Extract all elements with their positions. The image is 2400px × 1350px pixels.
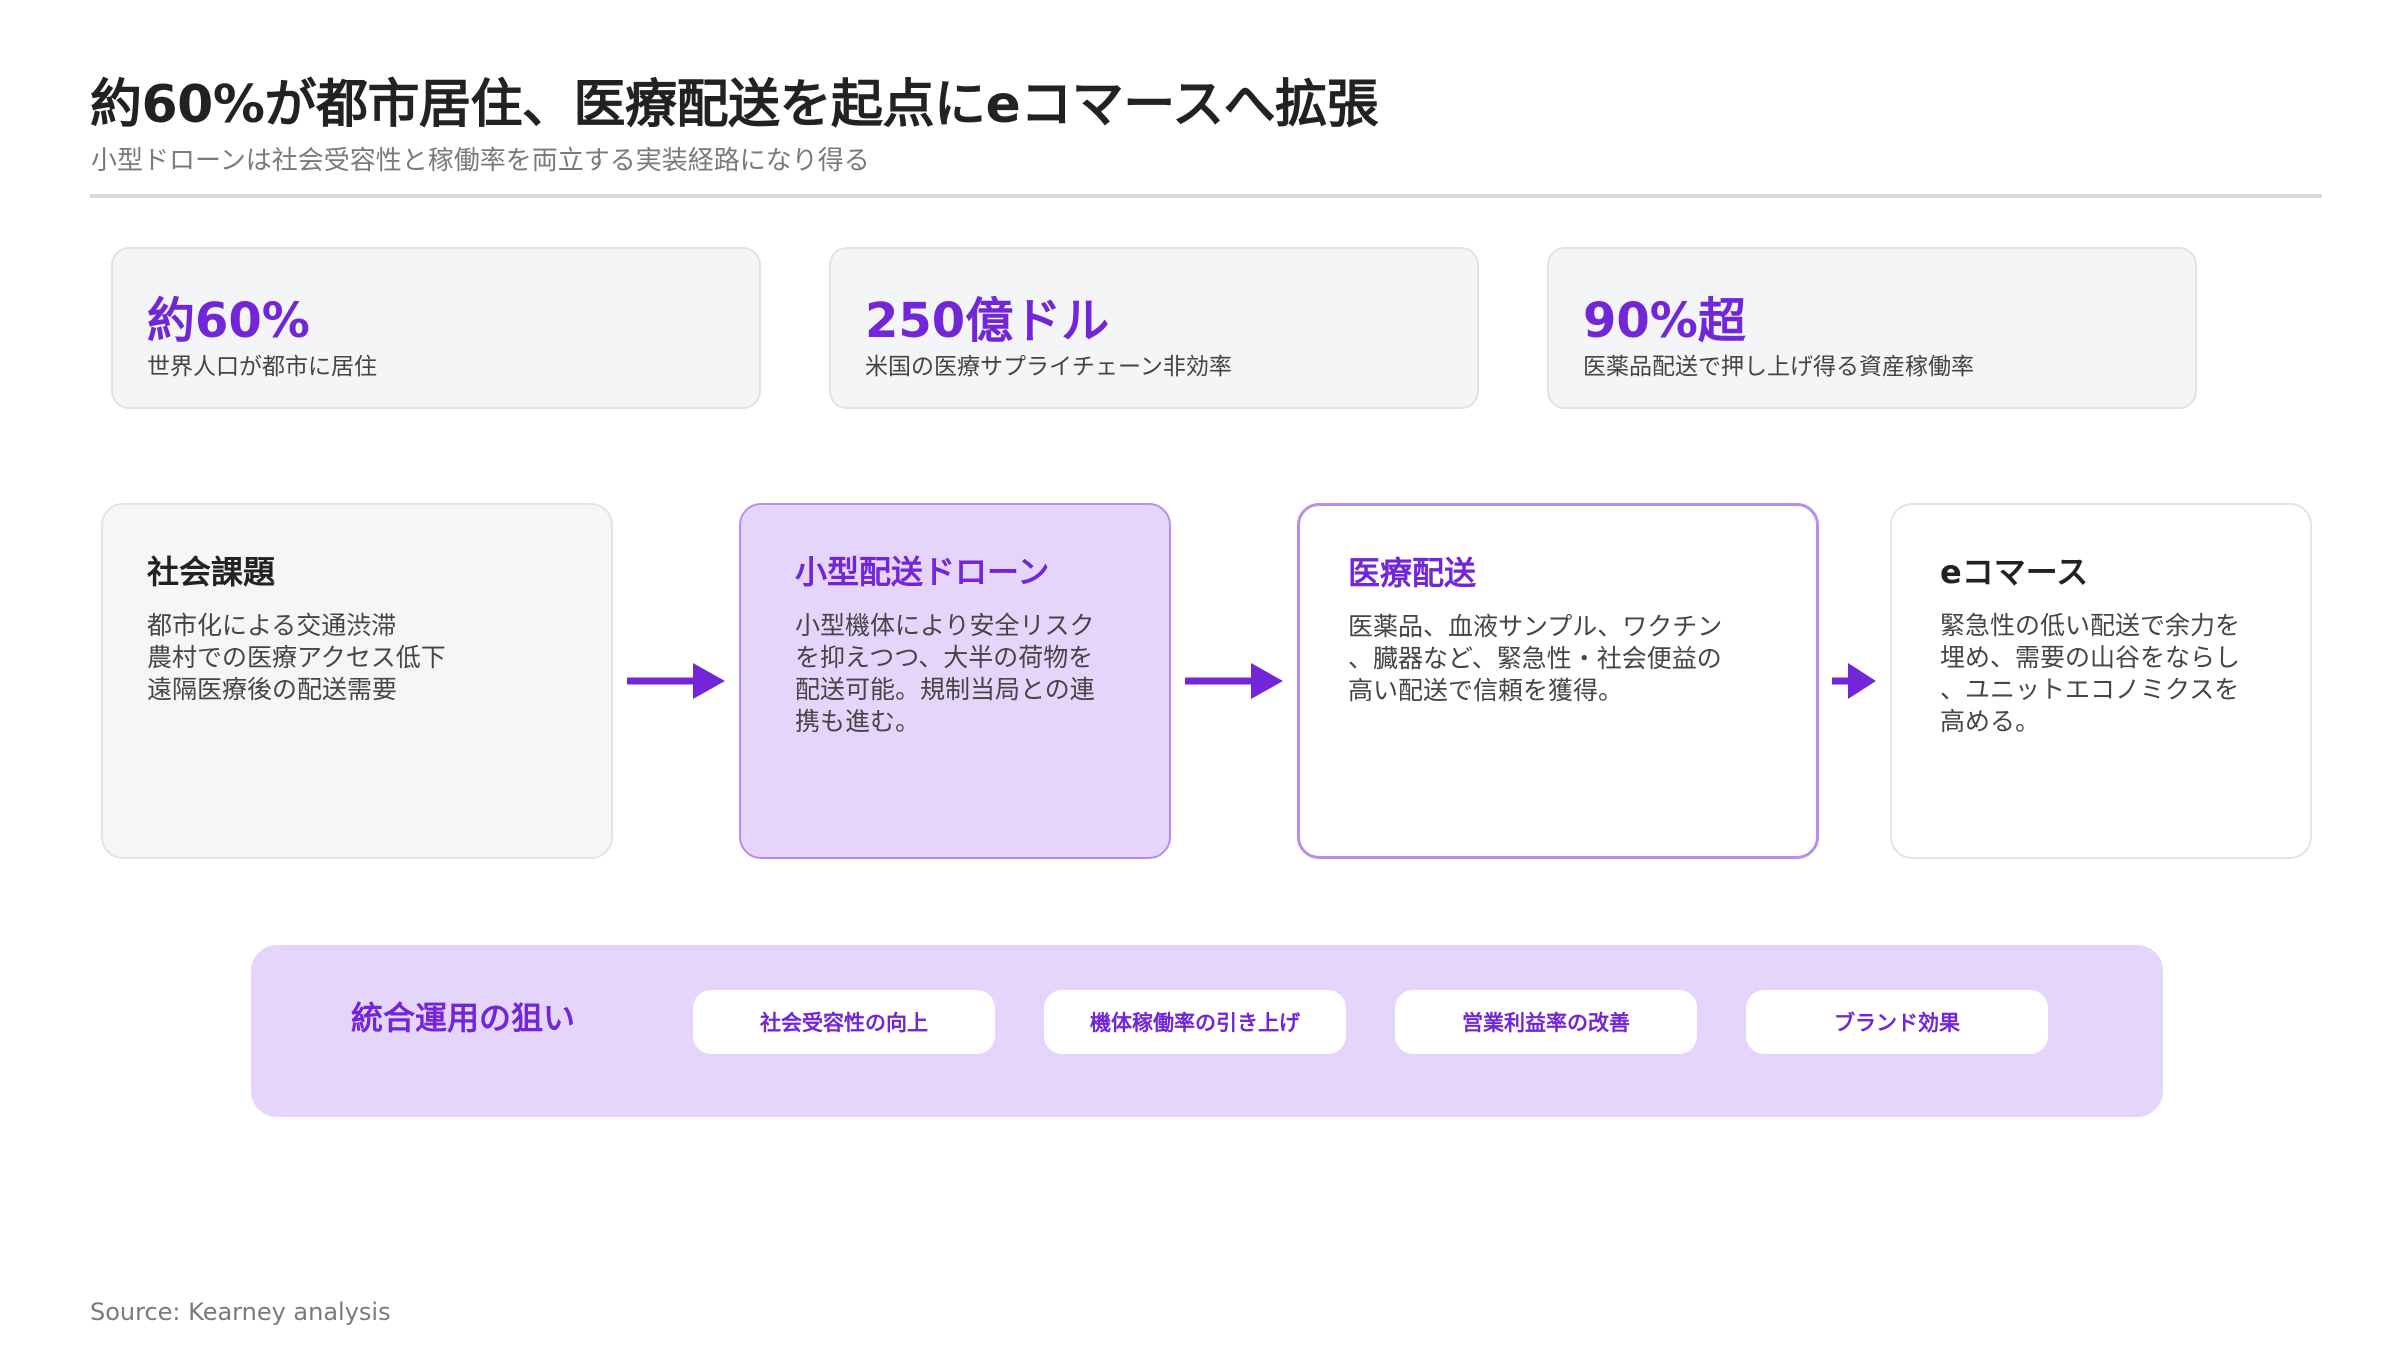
flow-card-title: 小型配送ドローン xyxy=(795,553,1050,591)
flow-card-title: eコマース xyxy=(1940,553,2089,591)
goal-pill-operating-margin: 営業利益率の改善 xyxy=(1395,990,1697,1054)
flow-card-body: 緊急性の低い配送で余力を 埋め、需要の山谷をならし 、ユニットエコノミクスを 高… xyxy=(1940,611,2241,736)
kpi-label: 医薬品配送で押し上げ得る資産稼働率 xyxy=(1583,354,1974,380)
kpi-value: 約60% xyxy=(147,293,310,349)
flow-card-ecommerce: eコマース 緊急性の低い配送で余力を 埋め、需要の山谷をならし 、ユニットエコノ… xyxy=(1890,503,2312,859)
title-divider xyxy=(90,194,2322,198)
kpi-value: 250億ドル xyxy=(865,293,1110,349)
flow-arrow-icon xyxy=(627,663,725,699)
flow-card-social-issues: 社会課題 都市化による交通渋滞 農村での医療アクセス低下 遠隔医療後の配送需要 xyxy=(101,503,613,859)
flow-card-small-delivery-drone: 小型配送ドローン 小型機体により安全リスク を抑えつつ、大半の荷物を 配送可能。… xyxy=(739,503,1171,859)
flow-arrow-icon xyxy=(1185,663,1283,699)
page-subtitle: 小型ドローンは社会受容性と稼働率を両立する実装経路になり得る xyxy=(91,146,870,176)
flow-card-body: 医薬品、血液サンプル、ワクチン 、臓器など、緊急性・社会便益の 高い配送で信頼を… xyxy=(1348,612,1723,705)
flow-card-medical-delivery: 医療配送 医薬品、血液サンプル、ワクチン 、臓器など、緊急性・社会便益の 高い配… xyxy=(1297,503,1819,859)
flow-card-body: 都市化による交通渋滞 農村での医療アクセス低下 遠隔医療後の配送需要 xyxy=(147,611,446,704)
kpi-label: 米国の医療サプライチェーン非効率 xyxy=(865,354,1232,380)
kpi-label: 世界人口が都市に居住 xyxy=(147,354,377,380)
flow-arrow-icon xyxy=(1832,663,1876,699)
page-title: 約60%が都市居住、医療配送を起点にeコマースへ拡張 xyxy=(90,75,1379,135)
goals-title: 統合運用の狙い xyxy=(351,999,576,1037)
goal-pill-brand-effect: ブランド効果 xyxy=(1746,990,2048,1054)
kpi-card-urban-population: 約60% 世界人口が都市に居住 xyxy=(111,247,761,409)
goal-pill-social-acceptance: 社会受容性の向上 xyxy=(693,990,995,1054)
flow-card-body: 小型機体により安全リスク を抑えつつ、大半の荷物を 配送可能。規制当局との連 携… xyxy=(795,611,1095,736)
flow-card-title: 医療配送 xyxy=(1348,554,1477,592)
flow-card-title: 社会課題 xyxy=(147,553,276,591)
integrated-operation-goals-panel: 統合運用の狙い 社会受容性の向上 機体稼働率の引き上げ 営業利益率の改善 ブラン… xyxy=(251,945,2163,1117)
kpi-card-supply-chain-inefficiency: 250億ドル 米国の医療サプライチェーン非効率 xyxy=(829,247,1479,409)
source-note: Source: Kearney analysis xyxy=(90,1298,391,1326)
kpi-card-asset-utilization: 90%超 医薬品配送で押し上げ得る資産稼働率 xyxy=(1547,247,2197,409)
kpi-value: 90%超 xyxy=(1583,293,1746,349)
goal-pill-asset-utilization: 機体稼働率の引き上げ xyxy=(1044,990,1346,1054)
